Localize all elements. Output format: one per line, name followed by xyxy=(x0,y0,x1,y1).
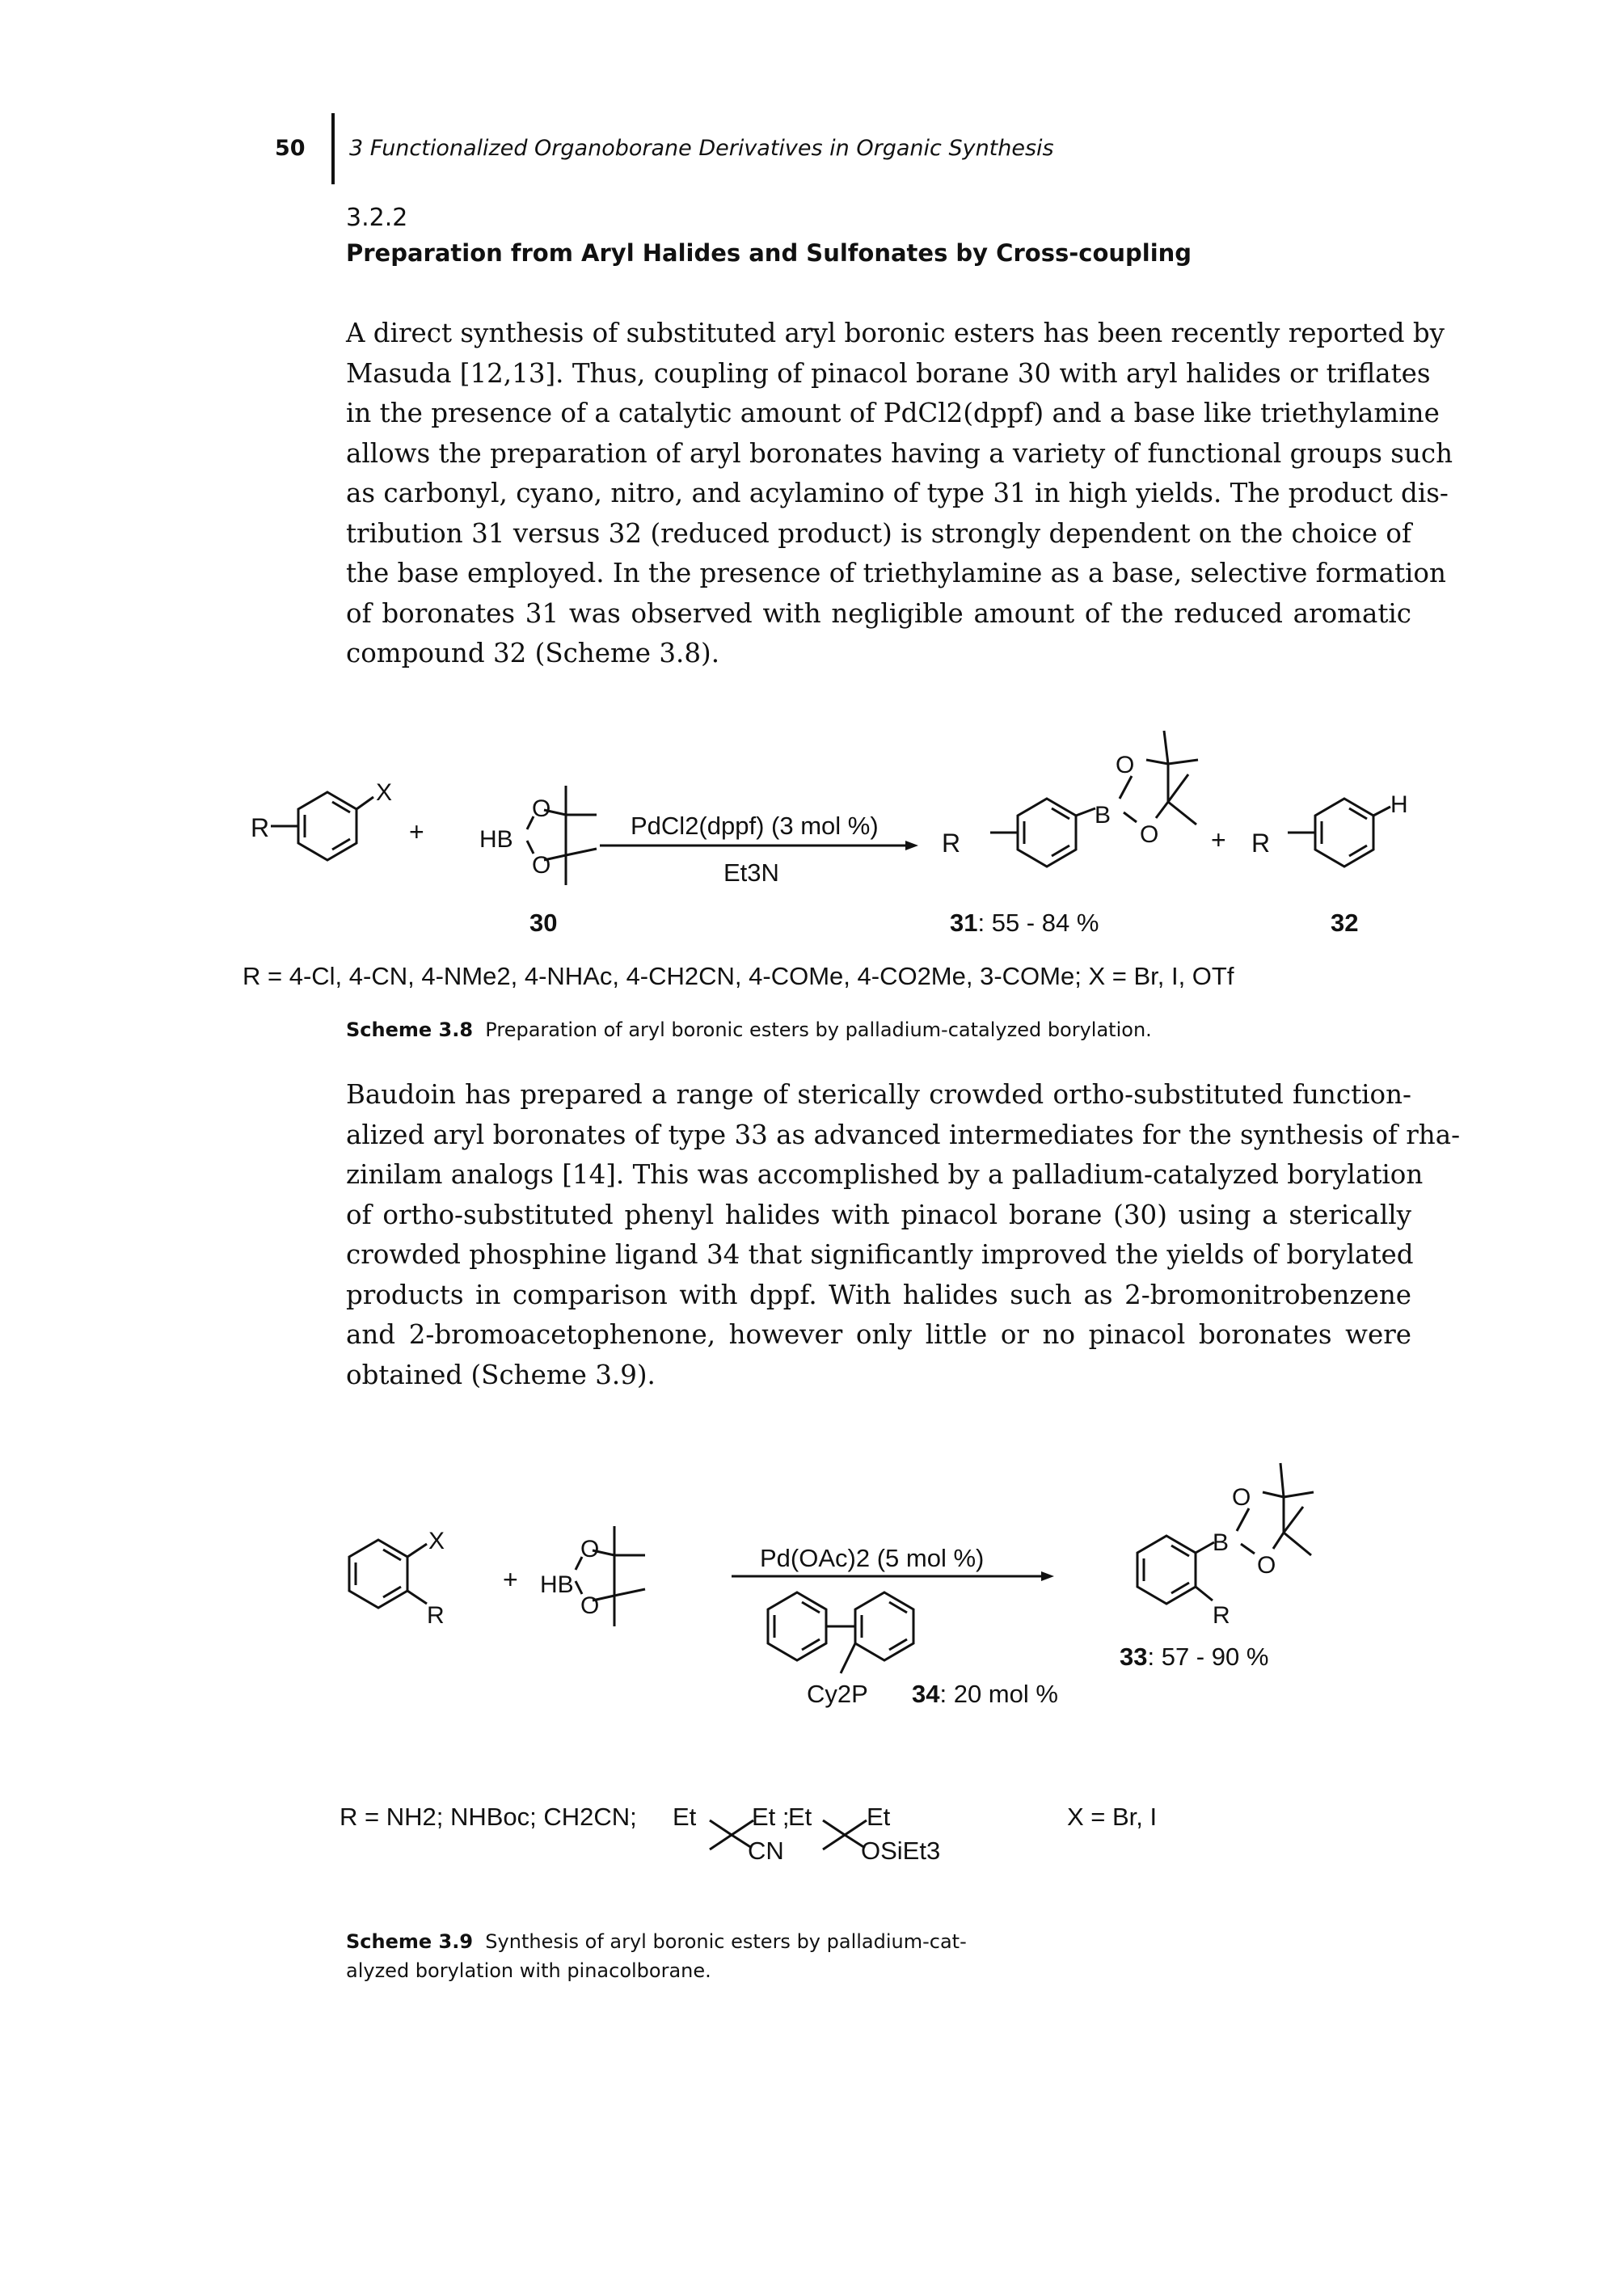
svg-text:33: 57 - 90 %: 33: 57 - 90 % xyxy=(1120,1643,1268,1671)
svg-text:O: O xyxy=(1116,752,1134,778)
paragraph-2: Baudoin has prepared a range of sterical… xyxy=(346,1075,1461,1395)
svg-text:O: O xyxy=(1140,821,1158,848)
svg-text:R: R xyxy=(251,813,269,842)
svg-text:Et ;: Et ; xyxy=(752,1803,790,1831)
paragraph-line: zinilam analogs [14]. This was accomplis… xyxy=(346,1159,1424,1190)
svg-text:Et: Et xyxy=(788,1803,812,1831)
svg-text:X: X xyxy=(376,779,392,806)
compound-33-label: 33 xyxy=(1120,1643,1147,1671)
svg-text:H: H xyxy=(1390,791,1408,818)
scheme-3-8-caption: Scheme 3.8 Preparation of aryl boronic e… xyxy=(346,1015,1152,1044)
paragraph-line: obtained (Scheme 3.9). xyxy=(346,1359,656,1390)
paragraph-line: and 2-bromoacetophenone, however only li… xyxy=(346,1319,1411,1350)
paragraph-line: as carbonyl, cyano, nitro, and acylamino… xyxy=(346,478,1449,508)
paragraph-line: tribution 31 versus 32 (reduced product)… xyxy=(346,517,1411,549)
plus-sign-1: + xyxy=(409,817,424,846)
scheme-3-9-caption: Scheme 3.9 Synthesis of aryl boronic est… xyxy=(346,1927,1090,1985)
running-title: 3 Functionalized Organoborane Derivative… xyxy=(349,136,1054,161)
page-number: 50 xyxy=(275,136,306,161)
scheme38-r-definition: R = 4-Cl, 4-CN, 4-NMe2, 4-NHAc, 4-CH2CN,… xyxy=(243,962,1234,990)
caption-text: Preparation of aryl boronic esters by pa… xyxy=(485,1018,1152,1041)
svg-text:O: O xyxy=(532,795,550,822)
section-number: 3.2.2 xyxy=(346,204,408,232)
svg-text:B: B xyxy=(1213,1529,1229,1556)
scheme39-reagent-top: Pd(OAc)2 (5 mol %) xyxy=(760,1544,984,1572)
ligand-ring-right xyxy=(854,1591,915,1662)
caption-text-line1: Synthesis of aryl boronic esters by pall… xyxy=(485,1930,967,1953)
svg-text:O: O xyxy=(1257,1552,1276,1579)
svg-text:R: R xyxy=(1213,1602,1230,1629)
scheme39-x-definition: X = Br, I xyxy=(1067,1803,1157,1831)
svg-text:HB: HB xyxy=(540,1571,574,1598)
svg-text:R: R xyxy=(1251,829,1270,858)
svg-text:B: B xyxy=(1095,802,1111,829)
compound-30-label: 30 xyxy=(529,909,557,937)
header-rule xyxy=(331,113,335,184)
paragraph-line: crowded phosphine ligand 34 that signifi… xyxy=(346,1239,1414,1270)
svg-text:OSiEt3: OSiEt3 xyxy=(861,1837,940,1865)
compound-34-label: 34 xyxy=(912,1680,940,1708)
svg-text:HB: HB xyxy=(479,826,513,853)
paragraph-line: of boronates 31 was observed with neglig… xyxy=(346,597,1411,629)
svg-text:O: O xyxy=(580,1536,599,1563)
product-32-ring xyxy=(1314,797,1375,868)
svg-text:O: O xyxy=(532,852,550,879)
caption-label: Scheme 3.9 xyxy=(346,1930,474,1953)
svg-text:Et: Et xyxy=(867,1803,891,1831)
paragraph-line: of ortho-substituted phenyl halides with… xyxy=(346,1199,1411,1230)
svg-text:Et: Et xyxy=(673,1803,697,1831)
paragraph-line: in the presence of a catalytic amount of… xyxy=(346,398,1440,428)
paragraph-line: the base employed. In the presence of tr… xyxy=(346,558,1446,588)
scheme38-reagent-top: PdCl2(dppf) (3 mol %) xyxy=(631,812,879,840)
ortho-aryl-halide-ring xyxy=(348,1538,409,1609)
paragraph-line: products in comparison with dppf. With h… xyxy=(346,1279,1411,1310)
compound-34-loading: : 20 mol % xyxy=(939,1680,1057,1708)
scheme-3-9: X R + HB O O Pd(OAc)2 (5 mol %) Cy2P 34:… xyxy=(340,1462,1314,1865)
paragraph-line: allows the preparation of aryl boronates… xyxy=(346,437,1453,469)
compound-32-label: 32 xyxy=(1331,909,1358,937)
compound-31-yield: : 55 - 84 % xyxy=(977,909,1099,937)
ligand-ring-left xyxy=(766,1591,828,1662)
section-title: Preparation from Aryl Halides and Sulfon… xyxy=(346,239,1192,267)
paragraph-line: Baudoin has prepared a range of sterical… xyxy=(346,1079,1411,1110)
paragraph-line: Masuda [12,13]. Thus, coupling of pinaco… xyxy=(346,357,1431,389)
paragraph-line: A direct synthesis of substituted aryl b… xyxy=(346,318,1445,348)
aryl-halide-ring xyxy=(297,791,358,862)
paragraph-line: compound 32 (Scheme 3.8). xyxy=(346,638,720,668)
compound-33-yield: : 57 - 90 % xyxy=(1147,1643,1268,1671)
svg-text:31: 55 - 84 %: 31: 55 - 84 % xyxy=(950,909,1099,937)
svg-text:O: O xyxy=(1232,1484,1251,1511)
svg-text:34: 20 mol %: 34: 20 mol % xyxy=(912,1680,1058,1708)
plus-sign-2: + xyxy=(1211,825,1226,854)
product-31-ring xyxy=(1016,797,1078,868)
paragraph-line: alized aryl boronates of type 33 as adva… xyxy=(346,1119,1461,1150)
plus-sign-3: + xyxy=(503,1565,518,1594)
svg-text:R: R xyxy=(427,1602,445,1629)
product-33-ring xyxy=(1136,1534,1197,1605)
paragraph-1: A direct synthesis of substituted aryl b… xyxy=(346,314,1453,674)
svg-text:CN: CN xyxy=(748,1837,784,1865)
scheme39-r-definition: R = NH2; NHBoc; CH2CN; xyxy=(340,1803,637,1831)
ligand-phosphine-group: Cy2P xyxy=(807,1680,868,1708)
caption-text-line2: alyzed borylation with pinacolborane. xyxy=(346,1959,711,1982)
svg-text:X: X xyxy=(428,1528,445,1554)
caption-label: Scheme 3.8 xyxy=(346,1018,474,1041)
svg-text:R: R xyxy=(942,829,960,858)
compound-31-label: 31 xyxy=(950,909,977,937)
svg-text:O: O xyxy=(580,1592,599,1619)
scheme38-reagent-bottom: Et3N xyxy=(723,858,779,887)
scheme-3-8: R X + HB O O PdCl2(dppf) (3 mol %) Et3N … xyxy=(243,730,1408,990)
